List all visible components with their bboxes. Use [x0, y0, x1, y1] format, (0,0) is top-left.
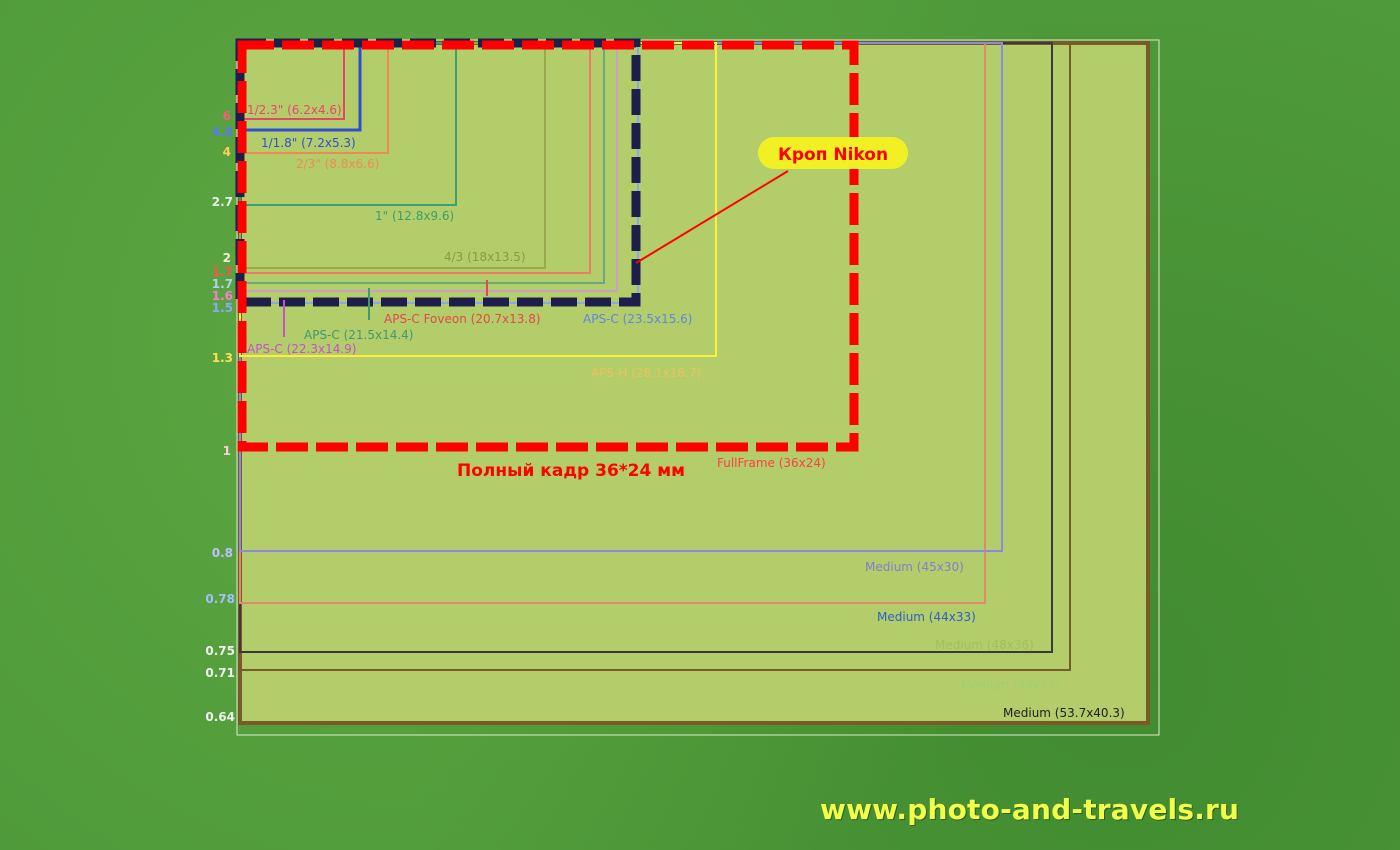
- crop-factor-label: 0.64: [205, 710, 235, 724]
- sensor-label: 2/3" (8.8x6.6): [296, 157, 379, 171]
- sensor-label: APS-H (28.1x18.7): [591, 366, 701, 380]
- crop-factor-label: 2: [223, 251, 231, 265]
- crop-factor-label: 0.78: [205, 592, 235, 606]
- sensor-label: FullFrame (36x24): [717, 456, 826, 470]
- callout-text: Кроп Nikon: [778, 145, 888, 165]
- website-watermark: www.photo-and-travels.ru: [820, 793, 1240, 826]
- full-frame-caption: Полный кадр 36*24 мм: [457, 461, 685, 481]
- sensor-label: 4/3 (18x13.5): [444, 250, 526, 264]
- crop-factor-label: 4: [223, 145, 231, 159]
- sensor-label: APS-C (21.5x14.4): [304, 328, 414, 342]
- sensor-label: APS-C Foveon (20.7x13.8): [384, 312, 541, 326]
- crop-factor-label: 1.6: [212, 289, 233, 303]
- crop-factor-label: 4.8: [212, 125, 233, 139]
- full-frame-box: [237, 40, 859, 452]
- sensor-label: 1/1.8" (7.2x5.3): [261, 136, 356, 150]
- crop-factor-label: 1.5: [212, 301, 233, 315]
- crop-factor-label: 0.75: [205, 644, 235, 658]
- crop-factor-label: 0.8: [212, 546, 233, 560]
- callout-pointer: [635, 170, 789, 264]
- sensor-label: Medium (48x36): [935, 638, 1034, 652]
- crop-factor-label: 1.3: [212, 351, 233, 365]
- sensor-label: Medium (49x37): [961, 678, 1060, 692]
- crop-factor-label: 1: [223, 444, 231, 458]
- panel-outline: [236, 39, 1160, 736]
- crop-factor-label: 6: [223, 109, 231, 123]
- diagram-panel: [240, 43, 1150, 723]
- sensor-label: APS-C (22.3x14.9): [247, 342, 357, 356]
- sensor-label: Medium (44x33): [877, 610, 976, 624]
- sensor-label: 1" (12.8x9.6): [375, 209, 454, 223]
- crop-factor-label: 2.7: [212, 195, 233, 209]
- sensor-labels: 1/2.3" (6.2x4.6) 1/1.8" (7.2x5.3) 2/3" (…: [247, 103, 1125, 720]
- sensor-label: 1/2.3" (6.2x4.6): [247, 103, 342, 117]
- sensor-label: Medium (45x30): [865, 560, 964, 574]
- sensor-label: Medium (53.7x40.3): [1003, 706, 1125, 720]
- crop-factor-label: 1.7: [212, 277, 233, 291]
- callout-bubble: [758, 137, 908, 169]
- crop-factor-scale: 6 4.8 4 2.7 2 1.7 1.7 1.6 1.5 1.3 1 0.8 …: [205, 109, 235, 724]
- crop-factor-label: 0.71: [205, 666, 235, 680]
- crop-factor-label: 1.7: [212, 265, 233, 279]
- sensor-label: APS-C (23.5x15.6): [583, 312, 693, 326]
